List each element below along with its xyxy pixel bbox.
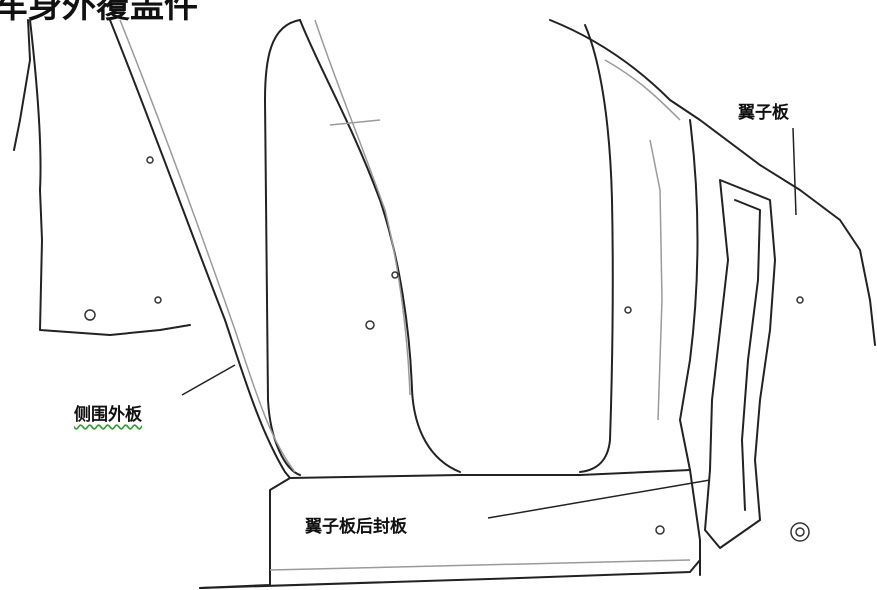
hole [391,271,399,279]
fender-outer-edge [679,119,701,576]
door-opening-curve [264,19,301,476]
wheel-arch-left [29,19,191,336]
washer-hole [795,527,805,537]
inner-contour-2 [314,19,411,396]
inner-contour-5 [269,559,691,571]
hole [624,306,632,314]
fender-rear-seal-inner [734,199,761,511]
title-fragment: 车身外覆盖件 [0,0,198,26]
hole [84,309,96,321]
washer [790,522,810,542]
hole [796,296,804,304]
hole [655,525,665,535]
label-fender-rear-seal: 翼子板后封板 [305,517,407,537]
b-pillar-left-edge [299,19,461,473]
a-pillar-edge [549,19,876,346]
hole [146,156,154,164]
inner-contour-3 [329,119,381,126]
fender-rear-seal-body [704,179,776,549]
hole [365,320,375,330]
inner-contour-6 [649,139,663,421]
b-pillar-right-edge [579,24,614,473]
label-side-outer-panel: 侧围外板 [74,405,142,425]
leader-fender [792,127,797,216]
inner-contour-1 [119,19,296,473]
leader-side-outer-panel [181,364,236,396]
leader-fender-rear-seal [487,479,711,519]
inner-contour-4 [604,59,681,121]
hole [154,296,162,304]
side-outer-panel-outline [13,19,291,479]
rocker-lower-edge [199,559,701,589]
label-fender: 翼子板 [738,103,789,123]
